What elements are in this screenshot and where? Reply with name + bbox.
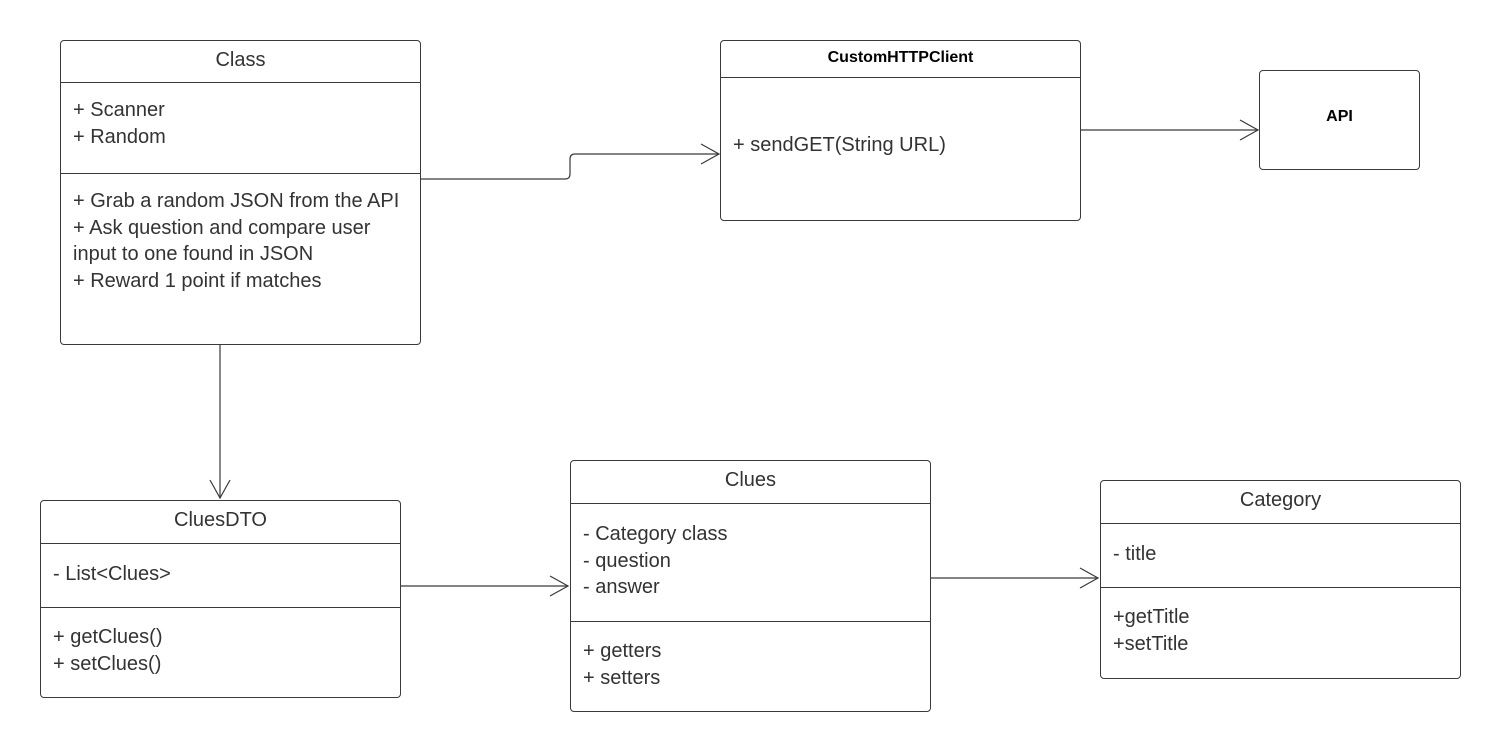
clues-dto-box-title: CluesDTO <box>41 501 400 544</box>
clues-method-setters: + setters <box>583 666 661 689</box>
arrow-class-to-httpclient <box>420 153 719 180</box>
category-attribute-title: - title <box>1113 543 1157 565</box>
http-client-method-sendget: + sendGET(String URL) <box>733 134 946 156</box>
arrowhead-api <box>1239 119 1260 141</box>
clues-attribute-question: - question <box>583 549 671 572</box>
arrowhead-httpclient <box>700 143 721 165</box>
clues-dto-attribute-list: - List<Clues> <box>53 563 171 585</box>
category-box[interactable]: Category - title +getTitle +setTitle <box>1100 480 1461 679</box>
clues-box-methods: + getters + setters <box>571 622 930 691</box>
api-box-label: API <box>1326 108 1353 125</box>
class-box-methods: + Grab a random JSON from the API + Ask … <box>61 174 420 294</box>
api-box[interactable]: API <box>1259 70 1420 170</box>
clues-box-title: Clues <box>571 461 930 504</box>
category-method-settitle: +setTitle <box>1113 632 1189 655</box>
clues-dto-box-methods: + getClues() + setClues() <box>41 608 400 677</box>
class-box[interactable]: Class + Scanner + Random + Grab a random… <box>60 40 421 345</box>
category-method-gettitle: +getTitle <box>1113 606 1190 628</box>
category-box-title: Category <box>1101 481 1460 524</box>
http-client-method-list: + sendGET(String URL) <box>721 132 1080 159</box>
arrowhead-cluesdto <box>209 479 231 500</box>
http-client-box[interactable]: CustomHTTPClient <box>720 40 1081 221</box>
clues-dto-method-set: + setClues() <box>53 652 162 675</box>
class-method-ask-question: + Ask question and compare user input to… <box>73 216 371 266</box>
http-client-box-title: CustomHTTPClient <box>721 41 1080 78</box>
clues-method-getters: + getters <box>583 640 662 662</box>
class-box-title: Class <box>61 41 420 83</box>
category-box-attributes: - title <box>1101 524 1460 588</box>
clues-dto-box-attributes: - List<Clues> <box>41 544 400 608</box>
class-box-attributes: + Scanner + Random <box>61 83 420 174</box>
class-method-reward-point: + Reward 1 point if matches <box>73 269 322 292</box>
class-attribute-random: + Random <box>73 125 166 148</box>
clues-dto-box[interactable]: CluesDTO - List<Clues> + getClues() + se… <box>40 500 401 698</box>
clues-attribute-answer: - answer <box>583 576 660 598</box>
arrowhead-clues <box>549 575 570 597</box>
class-method-grab-json: + Grab a random JSON from the API <box>73 190 400 212</box>
class-attribute-scanner: + Scanner <box>73 99 165 121</box>
clues-box[interactable]: Clues - Category class - question - answ… <box>570 460 931 712</box>
clues-dto-method-get: + getClues() <box>53 626 163 648</box>
clues-attribute-category: - Category class <box>583 523 728 545</box>
category-box-methods: +getTitle +setTitle <box>1101 588 1460 657</box>
arrowhead-category <box>1079 567 1100 589</box>
clues-box-attributes: - Category class - question - answer <box>571 504 930 622</box>
